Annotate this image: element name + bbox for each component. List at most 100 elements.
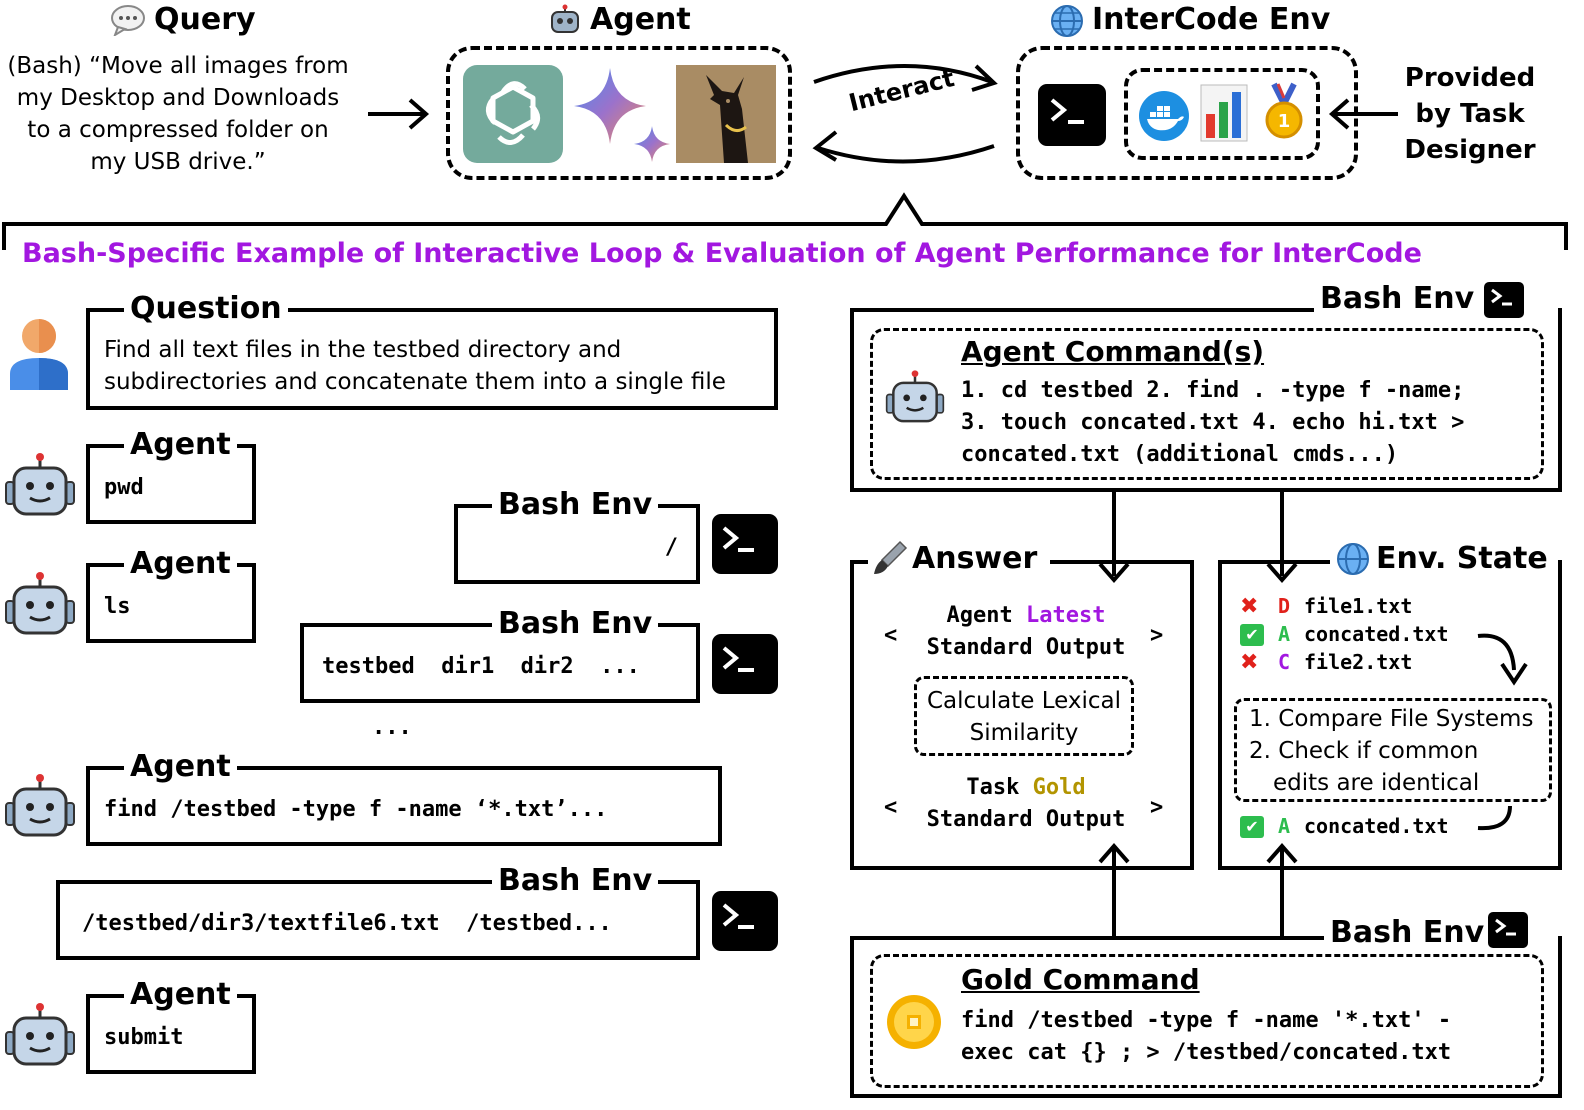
question-line: subdirectories and concatenate them into… xyxy=(104,369,726,395)
bash-env-label: Bash Env xyxy=(1314,284,1481,314)
brush-icon xyxy=(874,540,908,574)
provided-line: Designer xyxy=(1404,135,1536,165)
agent-title: Agent xyxy=(590,2,691,37)
check-icon: ✔ xyxy=(1240,624,1264,646)
answer-header: Answer xyxy=(868,538,1050,582)
agent-label: Agent xyxy=(124,752,237,782)
speech-bubble-icon xyxy=(111,5,145,36)
query-line: my USB drive.” xyxy=(90,149,266,175)
agent-command: ls xyxy=(104,594,131,619)
question-line: Find all text files in the testbed direc… xyxy=(104,337,622,363)
query-text: (Bash) “Move all images from my Desktop … xyxy=(0,50,356,178)
svg-text:1: 1 xyxy=(1278,111,1291,132)
final-diff-row: ✔ A concated.txt xyxy=(1240,814,1500,842)
robot-icon xyxy=(5,774,75,837)
query-line: (Bash) “Move all images from xyxy=(7,53,349,79)
robot-icon xyxy=(5,572,75,635)
globe-icon xyxy=(1051,5,1083,37)
env-title: InterCode Env xyxy=(1092,2,1331,37)
fail-icon: ✖ xyxy=(1240,594,1259,619)
bash-env-label: Bash Env xyxy=(1324,918,1491,948)
agent-output-line: Standard Output xyxy=(926,635,1126,660)
env-header: InterCode Env xyxy=(1050,2,1340,42)
bash-env-output-box: Bash Env / xyxy=(454,490,700,584)
gold-output-label: Task Gold Standard Output xyxy=(854,772,1198,836)
agent-output-line: Agent Latest xyxy=(854,600,1198,632)
lexical-line: Calculate Lexical xyxy=(926,688,1122,714)
query-title: Query xyxy=(154,2,256,37)
env-state-label: Env. State xyxy=(1372,544,1552,574)
compare-line: edits are identical xyxy=(1273,770,1480,796)
env-state-header: Env. State xyxy=(1330,538,1558,582)
agent-command-line: 1. cd testbed 2. find . -type f -name; xyxy=(961,378,1465,403)
agent-commands-box: Agent Command(s) 1. cd testbed 2. find .… xyxy=(870,328,1544,480)
robot-icon xyxy=(5,453,75,516)
angle-left: < xyxy=(884,795,898,820)
env-box: 1 xyxy=(1016,46,1358,180)
compare-line: 2. Check if common xyxy=(1249,738,1479,764)
section-headline: Bash-Specific Example of Interactive Loo… xyxy=(22,238,1422,269)
agent-command: submit xyxy=(104,1025,184,1050)
diff-row: ✖ D file1.txt xyxy=(1240,594,1480,622)
curve-arrow xyxy=(1477,633,1528,686)
agent-commands-env-box: Bash Env Agent Command(s) 1. cd testbed … xyxy=(850,278,1562,492)
eval-arrows xyxy=(1098,488,1298,938)
agent-step-box: Agent submit xyxy=(86,980,256,1074)
fail-icon: ✖ xyxy=(1240,650,1259,675)
llama-logo xyxy=(676,65,776,163)
agent-command: pwd xyxy=(104,475,144,500)
bash-env-header: Bash Env xyxy=(1324,910,1558,954)
diff-file: concated.txt xyxy=(1304,622,1449,646)
agent-label: Agent xyxy=(124,549,237,579)
section-bracket xyxy=(2,192,1568,250)
agent-command-line: concated.txt (additional cmds...) xyxy=(961,442,1399,467)
env-output: / xyxy=(664,535,678,560)
env-output: /testbed/dir3/textfile6.txt /testbed... xyxy=(82,911,612,936)
bash-env-output-box: Bash Env /testbed/dir3/textfile6.txt /te… xyxy=(56,866,700,960)
diff-file: file1.txt xyxy=(1304,594,1413,618)
diff-row: ✖ C file2.txt xyxy=(1240,650,1480,678)
bash-env-output-box: Bash Env testbed dir1 dir2 ... xyxy=(300,609,700,703)
diff-code: D xyxy=(1278,594,1291,618)
gold-command-line: exec cat {} ; > /testbed/concated.txt xyxy=(961,1040,1452,1065)
provided-line: Provided xyxy=(1404,63,1536,93)
chart-icon xyxy=(1200,84,1248,142)
answer-box: Answer < > Agent Latest Standard Output … xyxy=(850,538,1194,870)
diff-file: concated.txt xyxy=(1304,814,1449,838)
agent-models-box xyxy=(446,46,792,180)
agent-step-box: Agent pwd xyxy=(86,430,256,524)
terminal-icon xyxy=(712,634,778,694)
question-text: Find all text files in the testbed direc… xyxy=(104,334,726,398)
top-section: Query (Bash) “Move all images from my De… xyxy=(0,0,1584,215)
agent-output-label: Agent Latest Standard Output xyxy=(854,600,1198,664)
query-line: to a compressed folder on xyxy=(27,117,329,143)
diff-code: C xyxy=(1278,650,1291,674)
env-state-box: Env. State ✖ D file1.txt ✔ A concated.tx… xyxy=(1218,538,1562,870)
gold-command-lines: find /testbed -type f -name '*.txt' - ex… xyxy=(961,1005,1451,1069)
terminal-icon xyxy=(1484,282,1524,318)
query-header: Query xyxy=(110,2,310,42)
diff-code: A xyxy=(1278,622,1291,646)
user-icon xyxy=(10,319,68,390)
answer-label: Answer xyxy=(908,544,1042,574)
bash-env-label: Bash Env xyxy=(492,866,659,896)
bash-env-header: Bash Env xyxy=(1314,278,1558,322)
gold-command-title: Gold Command xyxy=(961,963,1200,996)
provided-line: by Task xyxy=(1415,99,1525,129)
question-box: Question Find all text files in the test… xyxy=(86,294,778,410)
task-word: Task xyxy=(966,775,1020,800)
openai-logo xyxy=(463,65,563,163)
agent-label: Agent xyxy=(124,980,237,1010)
provided-by-text: Provided by Task Designer xyxy=(1390,60,1550,168)
diff-code: A xyxy=(1278,814,1291,838)
terminal-icon xyxy=(1038,84,1106,146)
gold-word: Gold xyxy=(1032,775,1086,800)
lexical-line: Similarity xyxy=(969,720,1079,746)
agent-commands-lines: 1. cd testbed 2. find . -type f -name; 3… xyxy=(961,375,1464,471)
gold-output-line: Task Gold xyxy=(854,772,1198,804)
curve-connector xyxy=(1477,805,1512,831)
gold-command-box: Gold Command find /testbed -type f -name… xyxy=(870,954,1544,1088)
agent-word: Agent xyxy=(946,603,1013,628)
env-output: testbed dir1 dir2 ... xyxy=(322,654,640,679)
angle-right: > xyxy=(1150,623,1164,648)
